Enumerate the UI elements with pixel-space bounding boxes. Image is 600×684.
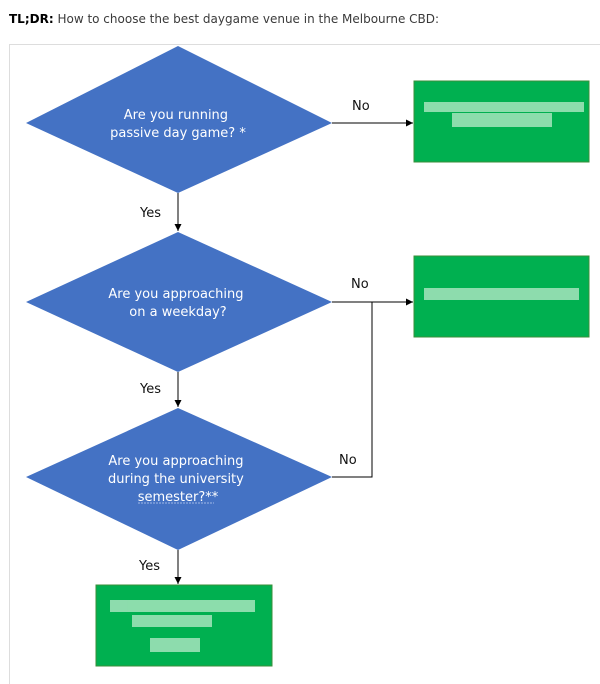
connector-q3-no [332,302,373,478]
edge-label-q3-no: No [339,453,357,468]
decision-1-line-2: passive day game? * [110,126,246,141]
redacted-text-1 [424,102,584,127]
redacted-text-2 [424,288,579,300]
decision-diamond-2 [26,232,332,372]
page-headline: TL;DR: How to choose the best daygame ve… [9,12,439,26]
decision-2-line-1: Are you approaching [108,287,243,302]
edge-label-q3-yes: Yes [138,559,160,574]
edge-label-q2-yes: Yes [139,382,161,397]
edge-label-q2-no: No [351,277,369,292]
decision-3-line-3: semester?** [138,490,219,505]
decision-3-text: Are you approaching during the universit… [108,454,248,505]
decision-1-text: Are you running passive day game? * [110,108,246,141]
headline-label: TL;DR: [9,12,54,26]
decision-2-text: Are you approaching on a weekday? [108,287,247,320]
decision-3-line-1: Are you approaching [108,454,243,469]
decision-1-line-1: Are you running [124,108,228,123]
redacted-text-3 [110,600,255,652]
decision-diamond-3 [26,408,332,550]
decision-2-line-2: on a weekday? [129,305,226,320]
edge-label-q1-yes: Yes [139,206,161,221]
decision-3-line-2: during the university [108,472,244,487]
headline-text: How to choose the best daygame venue in … [53,12,440,26]
edge-label-q1-no: No [352,99,370,114]
decision-diamond-1 [26,46,332,193]
